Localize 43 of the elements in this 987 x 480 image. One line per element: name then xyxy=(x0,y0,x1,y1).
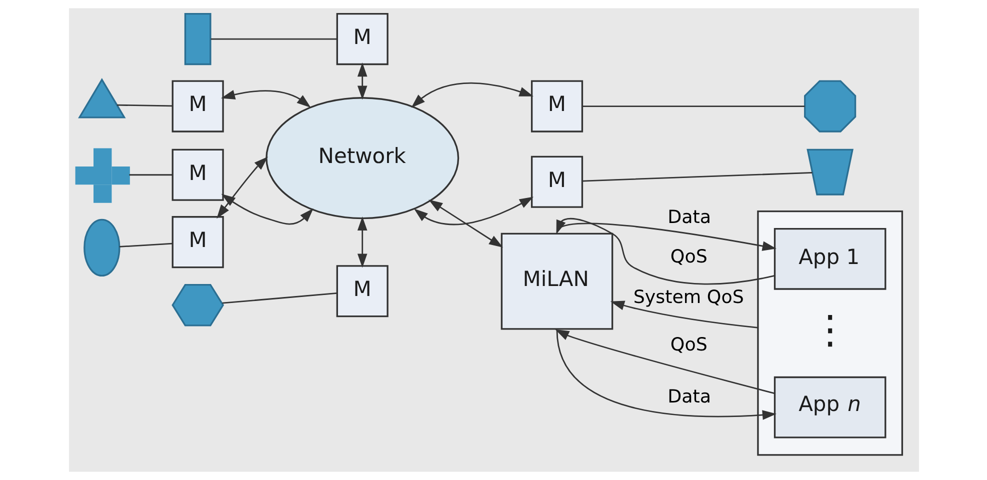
arrow xyxy=(216,156,268,219)
connector xyxy=(116,104,172,107)
node-box: M xyxy=(530,156,583,208)
node-trapezoid xyxy=(806,148,854,196)
arrow xyxy=(556,218,774,285)
node-box: App n xyxy=(773,376,886,438)
connector xyxy=(118,242,172,248)
edge-label: System QoS xyxy=(632,286,744,308)
connector xyxy=(210,38,336,40)
arrow xyxy=(356,62,367,100)
arrow xyxy=(610,300,758,328)
label: ⋮ xyxy=(810,308,850,353)
node-box: M xyxy=(336,265,388,318)
node-box: M xyxy=(530,80,583,132)
arrow xyxy=(220,194,313,225)
arrow xyxy=(220,90,310,108)
connector xyxy=(582,106,804,107)
arrow xyxy=(428,200,502,248)
connector xyxy=(582,172,812,182)
arrow xyxy=(554,329,774,394)
cluster xyxy=(756,210,903,456)
edge-label: Data xyxy=(667,386,711,408)
node-hexagon xyxy=(171,284,224,326)
node-box xyxy=(184,13,211,66)
connector xyxy=(128,174,172,176)
arrow xyxy=(410,82,533,108)
edge-label: QoS xyxy=(670,246,707,268)
arrow xyxy=(556,330,776,420)
edge-label: QoS xyxy=(670,334,707,356)
node-box: M xyxy=(171,148,224,201)
node-box: App 1 xyxy=(773,228,886,290)
arrow xyxy=(413,196,533,226)
connector xyxy=(222,292,336,304)
node-triangle xyxy=(78,78,126,118)
node-box: M xyxy=(171,216,224,268)
node-octagon xyxy=(804,80,856,132)
edge-label: Data xyxy=(667,207,711,228)
node-ellipse: Network xyxy=(265,97,459,220)
node-box: M xyxy=(336,13,388,66)
node-box: M xyxy=(171,80,224,132)
node-box: MiLAN xyxy=(500,232,613,330)
arrow xyxy=(356,216,367,268)
node-ellipse xyxy=(83,218,120,277)
